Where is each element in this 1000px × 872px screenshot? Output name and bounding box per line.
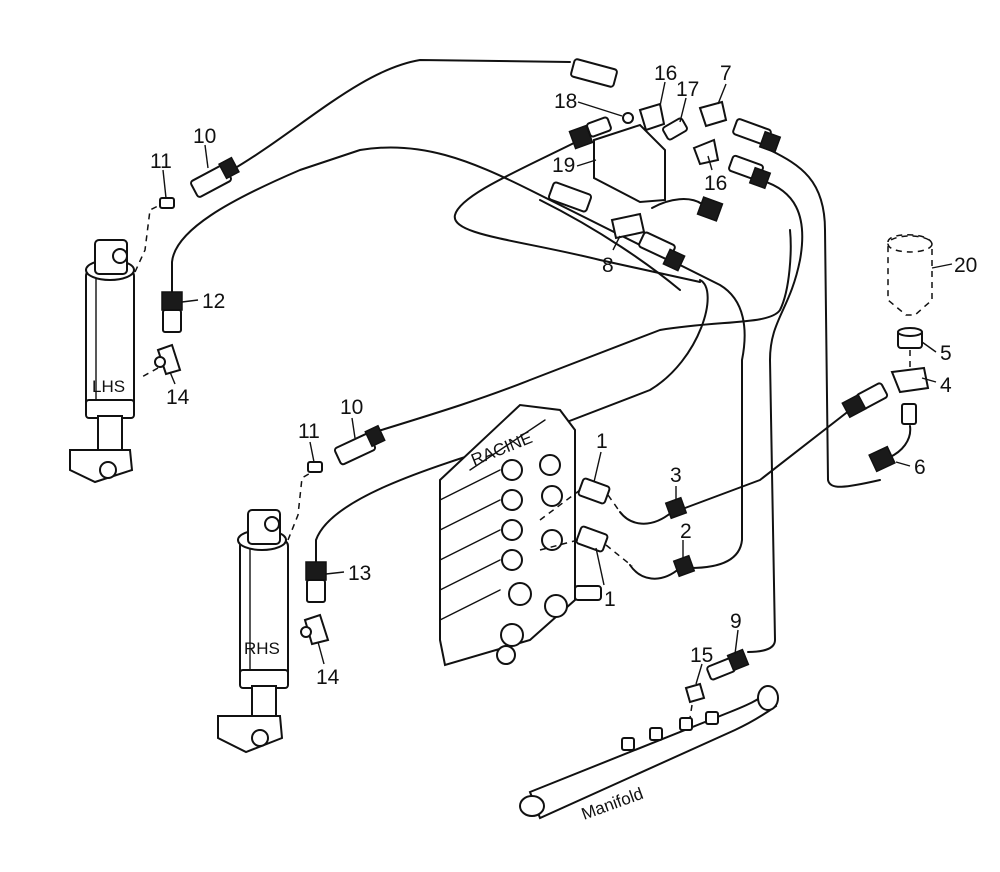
callout-17: 17 (676, 78, 699, 101)
lhs-cylinder: LHS (69, 239, 135, 484)
callout-20: 20 (954, 254, 977, 277)
lhs-fittings (154, 156, 240, 376)
rhs-cylinder-label: RHS (244, 639, 280, 658)
callout-5: 5 (940, 342, 952, 365)
callout-2: 2 (680, 520, 692, 543)
callout-14-upper: 14 (166, 386, 190, 409)
callout-10-upper: 10 (193, 125, 216, 148)
callout-19: 19 (552, 154, 575, 177)
callout-16-lower: 16 (704, 172, 727, 195)
valve-fittings (575, 477, 696, 580)
callout-10-lower: 10 (340, 396, 363, 419)
callout-6: 6 (914, 456, 926, 479)
top-block-19 (547, 58, 782, 272)
callout-leaders (162, 81, 953, 685)
callout-18: 18 (554, 90, 577, 113)
callout-12: 12 (202, 290, 225, 313)
callout-13: 13 (348, 562, 371, 585)
lhs-cylinder-label: LHS (92, 377, 125, 396)
callout-11-upper: 11 (150, 150, 172, 173)
rhs-cylinder: RHS (217, 509, 289, 754)
callout-4: 4 (940, 374, 952, 397)
callout-9: 9 (730, 610, 742, 633)
control-valve-block: RACINE (439, 403, 602, 667)
rhs-fittings (300, 424, 386, 646)
callout-15: 15 (690, 644, 713, 667)
callout-14-lower: 14 (316, 666, 340, 689)
callout-1-upper: 1 (596, 430, 608, 453)
callout-16-upper: 16 (654, 62, 677, 85)
manifold: Manifold (519, 648, 779, 824)
right-fittings (841, 234, 933, 473)
callout-numbers: 1 1 2 3 4 5 6 7 8 9 10 10 11 11 12 13 14… (150, 62, 977, 689)
callout-8: 8 (602, 254, 614, 277)
callout-3: 3 (670, 464, 682, 487)
callout-1-lower: 1 (604, 588, 616, 611)
callout-7: 7 (720, 62, 732, 85)
callout-11-lower: 11 (298, 420, 320, 443)
